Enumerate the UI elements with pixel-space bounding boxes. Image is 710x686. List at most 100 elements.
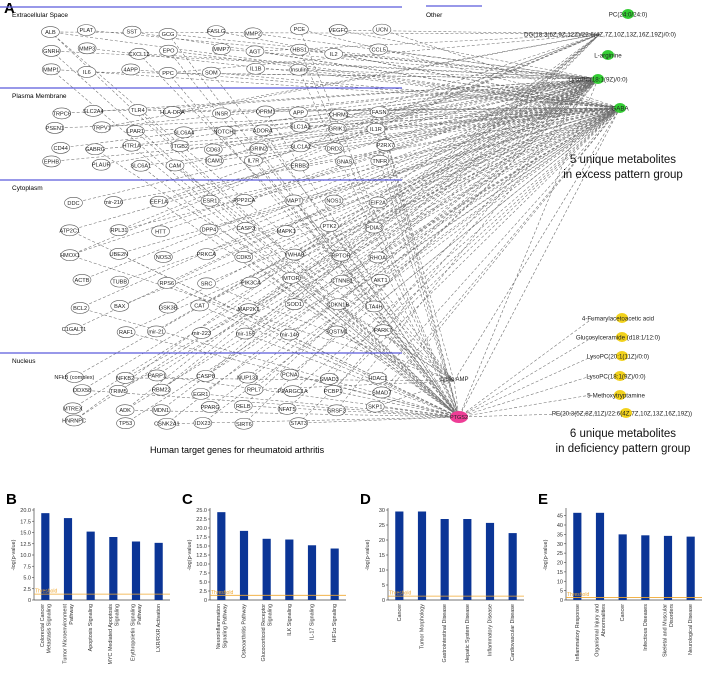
- interaction-edge: [137, 78, 599, 111]
- excess-metabolite-gaba: GABA: [611, 103, 629, 113]
- gene-node-shape: [151, 383, 171, 396]
- gene-node-shape: [129, 48, 149, 60]
- interaction-edge: [291, 277, 460, 418]
- gene-node-bcl2: BCL2: [70, 302, 90, 314]
- interaction-edge: [378, 112, 455, 382]
- gene-node-label: EEF1A: [150, 200, 168, 206]
- gene-node-park7: PARK7: [373, 324, 393, 336]
- gene-node-shape: [253, 124, 272, 137]
- interaction-edge: [337, 304, 460, 418]
- interaction-edge: [205, 33, 601, 377]
- gene-node-vegfc: VEGFC: [329, 24, 348, 36]
- gene-node-shape: [41, 63, 61, 76]
- other-compartment-label: Other: [426, 12, 443, 19]
- gene-node-lta4h: LTA4H: [364, 300, 384, 313]
- y-tick-label: 20: [379, 538, 385, 544]
- gene-node-shape: [329, 24, 348, 36]
- deficiency-metabolite-glucosylceramide-d18-1-12-0: Glucosylceramide (d18:1/12:0): [576, 332, 660, 342]
- gene-node-shape: [190, 299, 209, 312]
- interaction-edge: [224, 107, 621, 132]
- gene-node-hmox1: HMOX1: [60, 249, 80, 261]
- gene-node-label: ITGB2: [172, 144, 188, 150]
- gene-node-mdn1: MDN1: [151, 404, 171, 416]
- y-tick-label: 2.5: [23, 587, 31, 593]
- gene-node-slc6a4: SLC6A4: [173, 126, 194, 139]
- deficiency-hub: PTGS2: [450, 411, 468, 423]
- gene-node-eef1a: EEF1A: [149, 195, 169, 208]
- gene-node-shape: [323, 385, 343, 397]
- interaction-edge: [385, 145, 460, 418]
- gene-node-shape: [324, 48, 344, 60]
- interaction-edge: [166, 416, 460, 425]
- gene-node-label: SMAD3: [320, 377, 339, 383]
- gene-node-cam: CAM: [165, 159, 185, 172]
- interaction-edge: [119, 107, 621, 282]
- gene-node-label: IDX23: [195, 421, 211, 427]
- gene-node-label: SIRT6: [236, 422, 252, 428]
- gene-node-label: MTOR: [283, 276, 299, 282]
- gene-node-label: PLAT: [79, 28, 93, 34]
- interaction-edge: [179, 107, 621, 147]
- interaction-edge: [213, 78, 599, 150]
- interaction-edge: [337, 304, 455, 382]
- gene-node-hbs1: HBS1: [290, 43, 309, 56]
- gene-node-label: 4APP: [124, 67, 139, 73]
- gene-node-label: ERBB2: [291, 163, 309, 169]
- gene-node-shape: [154, 251, 173, 263]
- gene-node-shape: [369, 106, 389, 118]
- gene-node-label: MDN1: [153, 408, 169, 414]
- interaction-edge: [131, 78, 599, 146]
- compartment-label-extracellular-space: Extracellular Space: [12, 12, 68, 19]
- gene-node-shape: [92, 121, 112, 134]
- excess-metabolite-l-arginine: L-arginine: [594, 50, 622, 60]
- gene-node-shape: [131, 159, 151, 172]
- gene-node-label: NOS1: [326, 199, 341, 205]
- metabolite-label: Glucosylceramide (d18:1/12:0): [576, 335, 660, 342]
- metabolite-label: DG(18:3(6Z,9Z,12Z)/22:6(4Z,7Z,10Z,13Z,16…: [524, 32, 676, 39]
- gene-node-shape: [376, 139, 395, 151]
- interaction-edge: [329, 226, 460, 418]
- gene-node-label: GSK3B: [159, 306, 178, 312]
- panel-letter-c: C: [182, 491, 193, 508]
- gene-node-mmp3: MMP3: [77, 42, 97, 55]
- gene-node-label: CTNNB1: [331, 279, 353, 285]
- gene-node-ppc: PPC: [158, 67, 178, 79]
- gene-node-label: PRKCA: [197, 252, 217, 258]
- gene-node-shape: [70, 302, 90, 314]
- gene-node-label: LPAR1: [127, 129, 144, 135]
- gene-node-shape: [63, 402, 83, 415]
- gene-node-shape: [289, 106, 308, 119]
- gene-node-label: FASLG: [207, 29, 225, 35]
- gene-node-slc2a4: SLC2A4: [83, 105, 104, 117]
- gene-node-ppp2ca: PPP2CA: [233, 194, 256, 206]
- interaction-edge: [375, 107, 621, 407]
- gene-node-oprm1: OPRM1: [256, 105, 276, 118]
- deficiency-note: 6 unique metabolites in deficiency patte…: [548, 427, 698, 457]
- gene-node-shape: [83, 105, 103, 117]
- gene-node-dpp4: DPP4: [199, 223, 219, 236]
- metabolite-marker: [602, 50, 614, 60]
- gene-node-label: CASP3: [237, 226, 255, 232]
- gene-node-nup133: NUP133: [237, 371, 258, 384]
- gene-node-gsk3b: GSK3B: [159, 301, 178, 314]
- gene-node-shape: [238, 371, 257, 384]
- gene-node-shape: [371, 273, 390, 286]
- gene-node-p2rx7: P2RX7: [376, 139, 395, 151]
- gene-node-map2k1: MAP2K1: [238, 303, 260, 315]
- gene-node-label: ICAM1: [206, 159, 223, 165]
- gene-node-shape: [234, 417, 254, 430]
- gene-node-shape: [64, 323, 84, 336]
- gene-node-label: NFAT5: [279, 407, 296, 413]
- bar-lxr-rxr-activation: [154, 542, 163, 600]
- y-tick-label: 22.5: [196, 517, 207, 523]
- interaction-edge: [124, 107, 621, 411]
- interaction-edge: [300, 33, 601, 147]
- gene-node-smad3: SMAD3: [320, 373, 339, 385]
- y-tick-label: 15: [557, 570, 563, 576]
- deficiency-note-line-1: 6 unique metabolites: [569, 428, 677, 440]
- gene-node-shape: [72, 274, 92, 286]
- gene-node-label: PIK3CA: [241, 280, 261, 286]
- interaction-edge: [336, 78, 599, 411]
- gene-node-tp53: TP53: [116, 417, 135, 430]
- y-tick-label: 20.0: [196, 526, 207, 532]
